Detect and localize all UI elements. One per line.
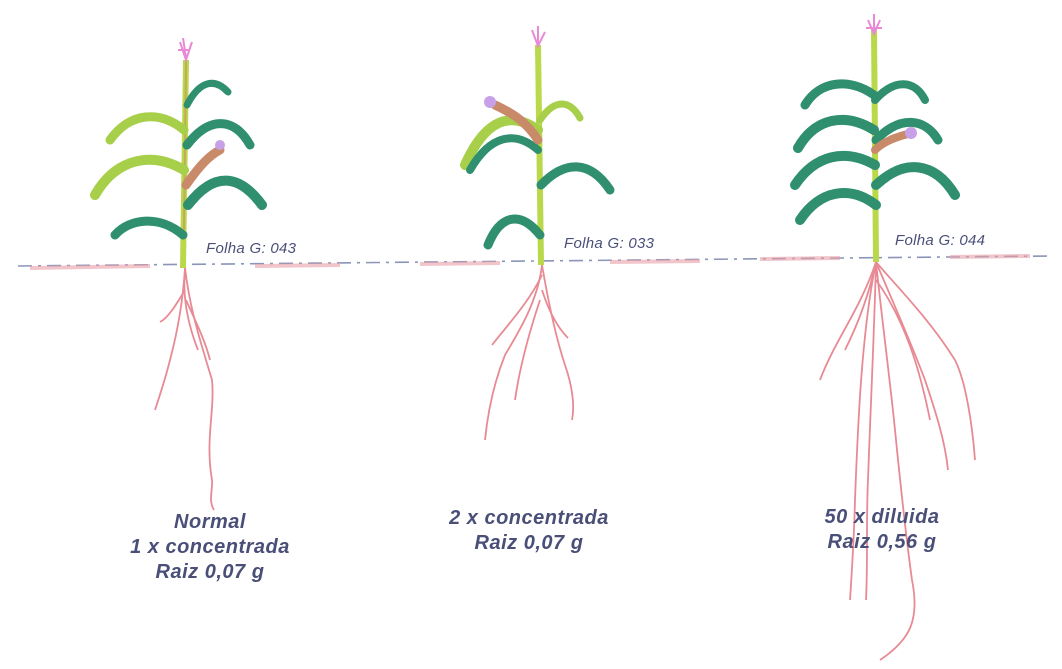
plant-50x-roots [820,262,975,660]
caption-line: 2 x concentrada [399,506,659,531]
caption-line: 1 x concentrada [80,535,340,560]
caption-line: 50 x diluida [752,505,1012,530]
plant-2x-roots [485,265,573,440]
plant-normal [95,38,262,510]
caption-50x: 50 x diluida Raiz 0,56 g [752,505,1012,555]
plant-2x-tassel [532,26,545,46]
caption-line: Raiz 0,07 g [399,531,659,556]
plant-2x-ear-silk [484,96,496,108]
ground-line [18,256,1050,268]
plant-50x-tassel [866,14,882,34]
caption-line: Raiz 0,07 g [80,560,340,585]
caption-line: Normal [80,510,340,535]
plant-2x [465,26,610,440]
plant-normal-tassel [178,38,192,60]
caption-line: Raiz 0,56 g [752,530,1012,555]
leaf-label-2x: Folha G: 033 [564,235,654,252]
caption-normal: Normal 1 x concentrada Raiz 0,07 g [80,510,340,585]
caption-2x: 2 x concentrada Raiz 0,07 g [399,506,659,556]
plant-50x [795,14,975,660]
plant-normal-ear-silk [215,140,225,150]
leaf-label-50x: Folha G: 044 [895,232,985,249]
leaf-label-normal: Folha G: 043 [206,240,296,257]
plant-50x-ear-silk [905,127,917,139]
plant-normal-roots [155,268,214,510]
plant-normal-leaves [95,83,262,235]
